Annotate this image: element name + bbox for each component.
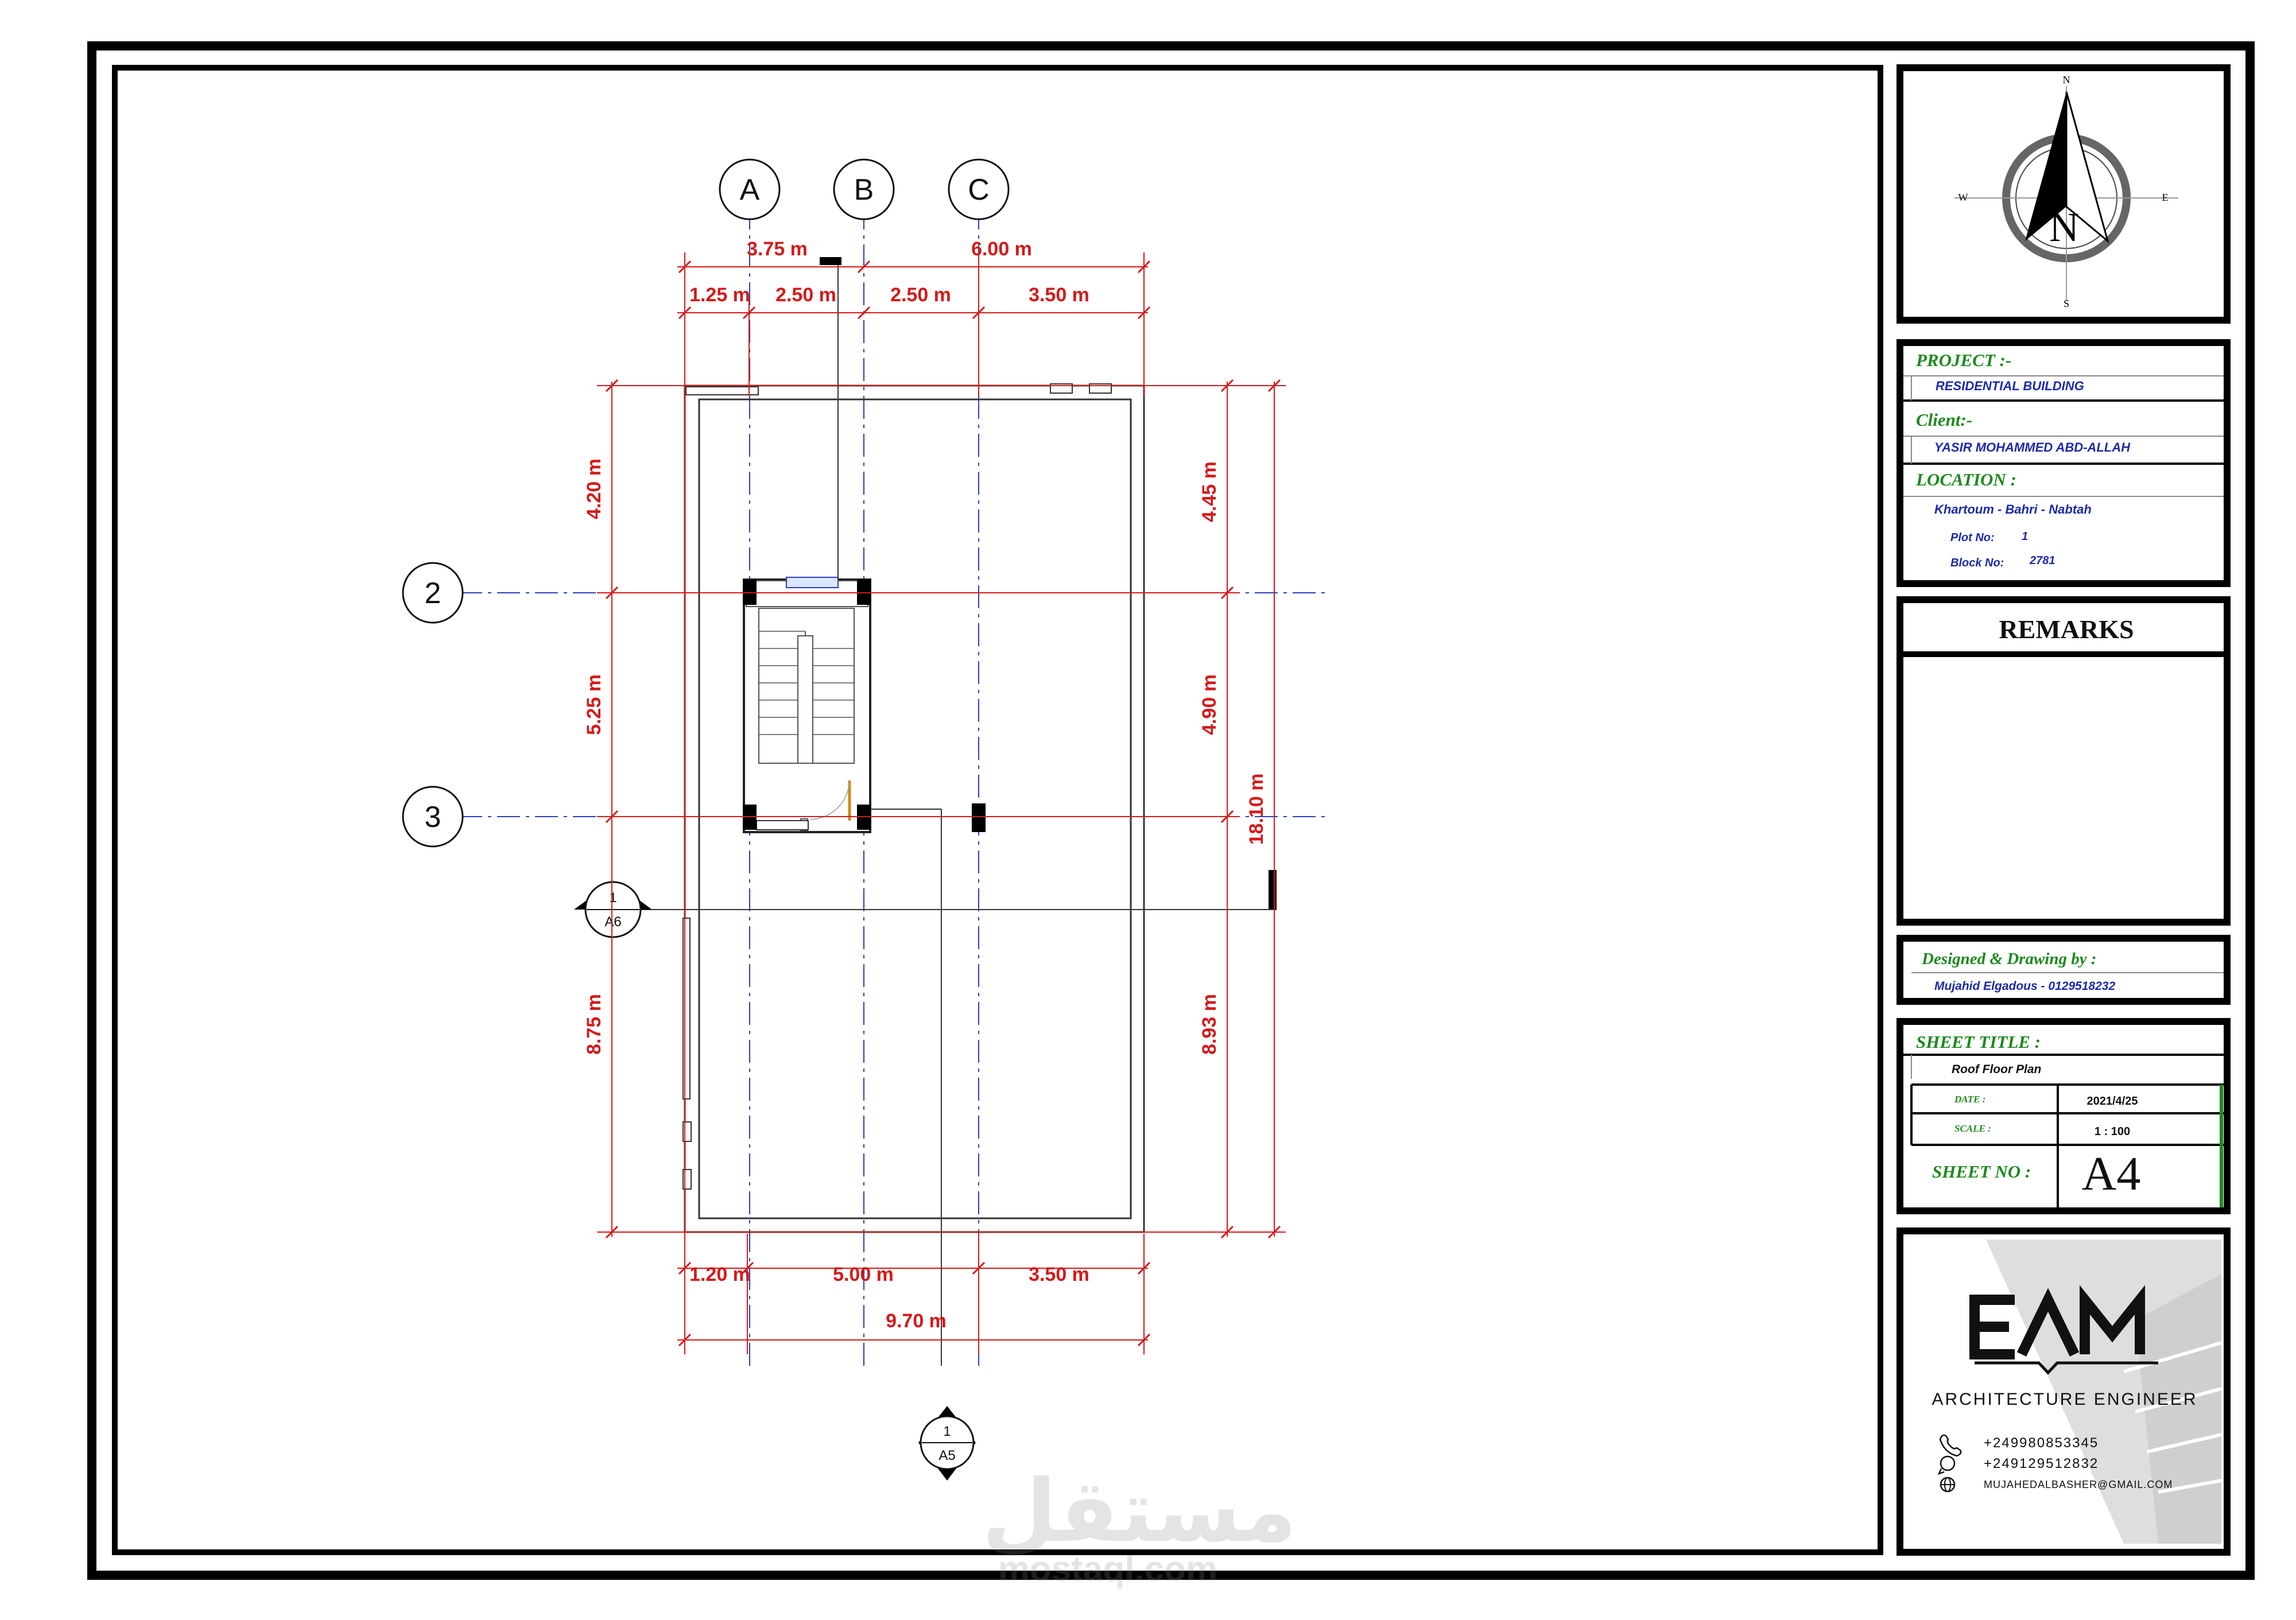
svg-text:A6: A6 [604, 914, 621, 930]
floor-plan: A B C 2 3 [402, 158, 1329, 1481]
project-panel [1896, 339, 2231, 587]
compass-panel [1896, 64, 2231, 324]
phone-icon [1939, 1434, 1962, 1457]
date-label: DATE : [1954, 1094, 1985, 1105]
section-marker-a5: 1 A5 [918, 1406, 976, 1481]
svg-text:N: N [2049, 204, 2079, 250]
eam-logo [1969, 1285, 2158, 1375]
grid-lines [459, 207, 1329, 1366]
drawing-frame [112, 65, 1883, 1555]
remarks-panel [1896, 596, 2231, 926]
sheet-no-label: SHEET NO : [1932, 1161, 2031, 1182]
svg-text:mostaql.com: mostaql.com [998, 1549, 1217, 1589]
dimension-lines [597, 252, 1286, 1354]
svg-text:1: 1 [609, 890, 616, 906]
dim-label: 3.75 m [747, 238, 808, 260]
svg-text:S: S [2064, 298, 2069, 309]
plot-label: Plot No: [1950, 531, 1995, 544]
logo-panel [1896, 1227, 2231, 1556]
globe-icon [1940, 1477, 1956, 1493]
svg-text:N: N [2063, 74, 2070, 86]
svg-text:C: C [968, 173, 990, 207]
email: MUJAHEDALBASHER@GMAIL.COM [1984, 1479, 2173, 1490]
watermark: مستقل mostaql.com [982, 1462, 1297, 1589]
wall-segment [682, 918, 691, 1100]
phone-1: +249980853345 [1984, 1435, 2099, 1451]
north-arrow-icon: N S E W N [1954, 74, 2178, 309]
dim-label: 4.45 m [1199, 461, 1220, 522]
dim-label: 3.50 m [1029, 284, 1089, 306]
section-marker-a6: 1 A6 [574, 881, 652, 938]
location-label: LOCATION : [1915, 469, 2016, 490]
svg-text:E: E [2162, 192, 2169, 203]
block-label: Block No: [1950, 557, 2004, 569]
dim-label: 9.70 m [886, 1310, 947, 1332]
grid-bubble-A: A [719, 158, 781, 220]
dim-label: 4.90 m [1199, 674, 1220, 735]
phone-2: +249129512832 [1984, 1456, 2099, 1471]
panel-rules [1903, 375, 2224, 497]
dim-label: 2.50 m [890, 284, 951, 306]
grid-bubble-2: 2 [402, 562, 464, 624]
project-value: RESIDENTIAL BUILDING [1936, 379, 2084, 393]
block-value: 2781 [2029, 554, 2055, 567]
dim-label: 8.75 m [583, 994, 605, 1055]
svg-text:A: A [740, 173, 760, 207]
sheet-title-value: Roof Floor Plan [1952, 1063, 2041, 1076]
sheet-table-lines [1903, 1054, 2224, 1207]
dimension-ticks [605, 260, 1281, 1347]
logo-tagline: ARCHITECTURE ENGINEER [1932, 1390, 2197, 1409]
dim-label: 1.25 m [689, 284, 750, 306]
grid-bubble-B: B [833, 158, 895, 220]
dim-label: 1.20 m [689, 1264, 750, 1285]
sheet-title-panel [1896, 1018, 2231, 1214]
svg-text:W: W [1958, 192, 1968, 203]
grid-bubble-3: 3 [402, 786, 464, 848]
client-label: Client:- [1916, 410, 1972, 430]
project-label: PROJECT :- [1915, 350, 2011, 370]
panel-dividers [1903, 399, 2224, 465]
scale-value: 1 : 100 [2095, 1125, 2130, 1138]
dim-label: 8.93 m [1199, 994, 1220, 1055]
scale-label: SCALE : [1954, 1123, 1991, 1134]
dim-label: 5.25 m [583, 674, 605, 735]
dim-label: 4.20 m [583, 459, 605, 519]
dim-label: 5.00 m [833, 1264, 894, 1285]
grid-bubble-C: C [948, 158, 1010, 220]
designer-value: Mujahid Elgadous - 0129518232 [1934, 980, 2115, 993]
dim-label: 18.10 m [1246, 774, 1267, 845]
outer-frame [87, 41, 2255, 1580]
parapet-segment [685, 386, 759, 395]
svg-text:A5: A5 [938, 1448, 955, 1463]
client-value: YASIR MOHAMMED ABD-ALLAH [1934, 440, 2131, 454]
sheet-title-label: SHEET TITLE : [1916, 1032, 2041, 1052]
title-block: N S E W N PROJECT :- RESIDENTIAL BUILDIN… [1896, 64, 2231, 1556]
date-value: 2021/4/25 [2087, 1095, 2138, 1108]
sheet-no-value: A4 [2082, 1147, 2141, 1201]
location-value: Khartoum - Bahri - Nabtah [1934, 502, 2092, 516]
plot-value: 1 [2022, 530, 2028, 543]
svg-text:2: 2 [425, 577, 441, 610]
stair-core [743, 261, 942, 1366]
whatsapp-icon [1937, 1455, 1956, 1475]
designed-label: Designed & Drawing by : [1921, 950, 2097, 968]
designer-panel [1896, 935, 2231, 1005]
svg-text:3: 3 [425, 801, 441, 834]
svg-text:مستقل: مستقل [982, 1462, 1297, 1561]
svg-text:1: 1 [943, 1424, 951, 1439]
dim-label: 3.50 m [1029, 1264, 1089, 1285]
remarks-label: REMARKS [1999, 615, 2134, 644]
svg-text:B: B [854, 173, 874, 207]
dim-label: 6.00 m [971, 238, 1032, 260]
dim-label: 2.50 m [775, 284, 836, 306]
